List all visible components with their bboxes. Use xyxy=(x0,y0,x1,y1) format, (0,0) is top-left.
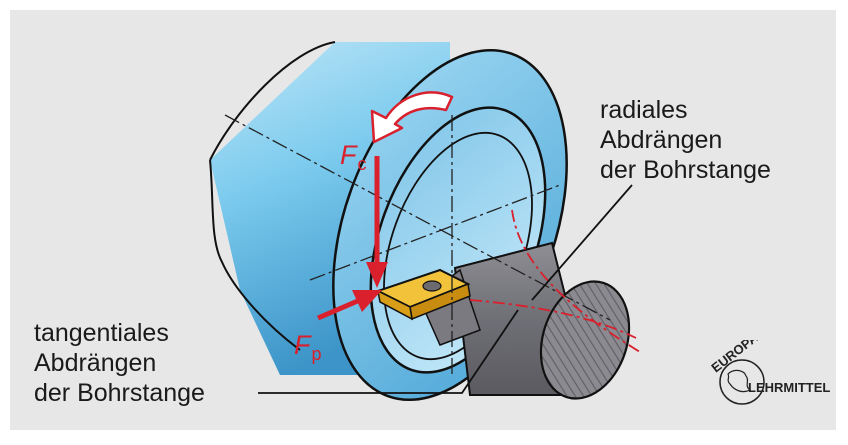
boring-bar-section xyxy=(539,280,631,400)
label-radial-deflection: radiales Abdrängen der Bohrstange xyxy=(600,96,771,184)
logo-bottom-text: LEHRMITTEL xyxy=(748,380,830,395)
label-tangential-deflection: tangentiales Abdrängen der Bohrstange xyxy=(34,319,205,407)
force-fc-label: Fc xyxy=(340,140,367,174)
force-fp-label: Fp xyxy=(294,330,322,364)
rotation-arrow xyxy=(370,91,454,144)
leader-radial xyxy=(531,184,633,301)
europa-lehrmittel-logo: EUROPA LEHRMITTEL xyxy=(708,340,830,405)
leader-tangential xyxy=(258,309,519,394)
fp-arrow xyxy=(317,297,361,321)
